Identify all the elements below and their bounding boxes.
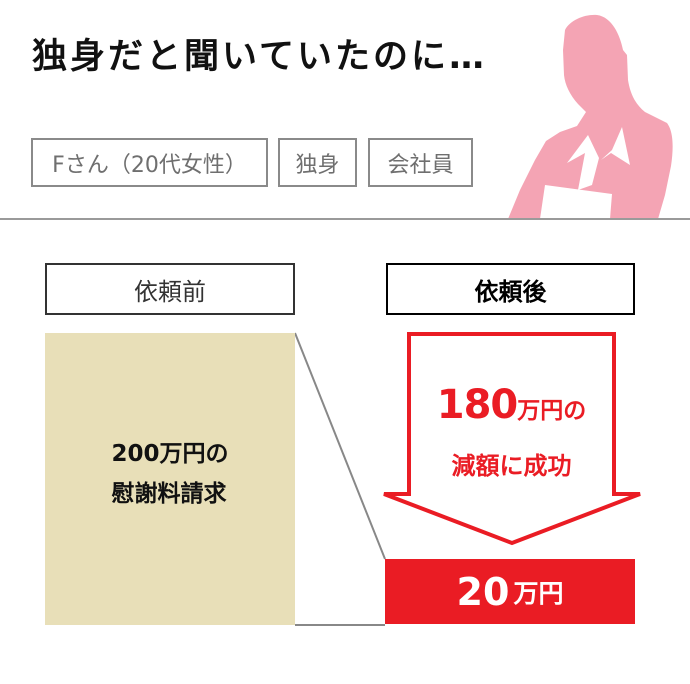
reduction-text: 180万円の 減額に成功 <box>409 382 614 486</box>
result-number: 20 <box>456 569 510 614</box>
tag-person: Fさん（20代女性） <box>31 138 268 187</box>
page-title: 独身だと聞いていたのに… <box>32 37 487 77</box>
down-arrow-icon <box>383 332 641 546</box>
woman-silhouette-icon <box>508 14 673 219</box>
reduction-number: 180 <box>436 382 518 428</box>
before-amount-block: 200万円の 慰謝料請求 <box>45 333 295 625</box>
header-divider <box>0 218 690 220</box>
result-amount-box: 20 万円 <box>385 559 635 624</box>
result-unit: 万円 <box>513 578 564 608</box>
before-label: 依頼前 <box>134 277 206 306</box>
after-label: 依頼後 <box>474 277 547 306</box>
connector-diagonal-line <box>294 332 386 560</box>
before-amount-line1: 200万円の <box>111 441 229 467</box>
tag-occupation: 会社員 <box>368 138 473 187</box>
tag-marital-status: 独身 <box>278 138 357 187</box>
before-label-box: 依頼前 <box>45 263 295 315</box>
reduction-caption: 減額に成功 <box>451 452 572 480</box>
before-amount-line2: 慰謝料請求 <box>111 481 227 507</box>
reduction-unit: 万円の <box>517 398 587 424</box>
after-label-box: 依頼後 <box>386 263 635 315</box>
